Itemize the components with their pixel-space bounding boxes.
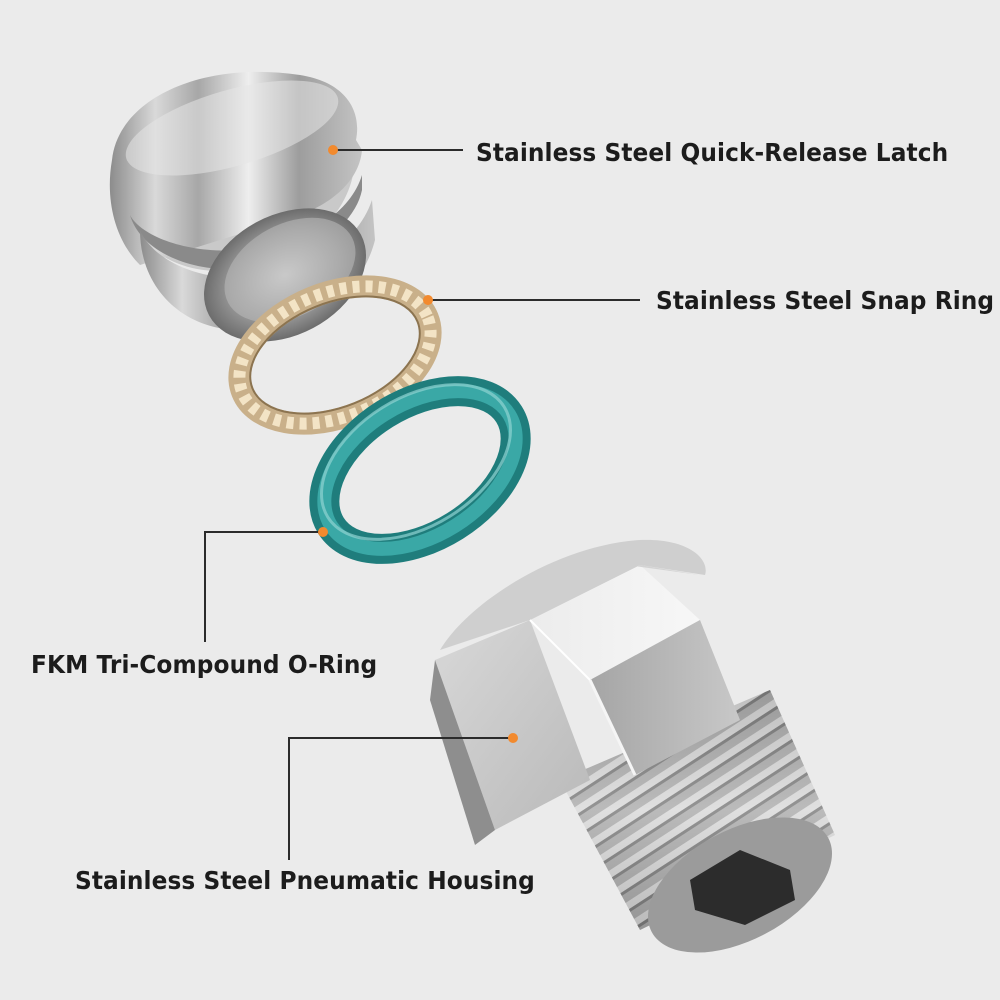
snap-ring-part xyxy=(228,275,442,435)
callout-dot-housing xyxy=(508,733,518,743)
callout-dot-snap-ring xyxy=(423,295,433,305)
o-ring-part xyxy=(309,376,531,564)
callout-lines xyxy=(204,149,640,860)
callout-line-o-ring xyxy=(204,531,323,642)
housing-label: Stainless Steel Pneumatic Housing xyxy=(75,866,535,895)
callout-line-housing xyxy=(288,737,513,860)
snap-ring-label: Stainless Steel Snap Ring xyxy=(656,286,995,315)
callout-dot-o-ring xyxy=(318,527,328,537)
latch-part xyxy=(109,71,375,342)
housing-part xyxy=(430,539,835,953)
latch-label: Stainless Steel Quick-Release Latch xyxy=(476,138,949,167)
callout-dots xyxy=(318,145,518,743)
callout-dot-latch xyxy=(328,145,338,155)
o-ring-label: FKM Tri-Compound O-Ring xyxy=(31,650,378,679)
